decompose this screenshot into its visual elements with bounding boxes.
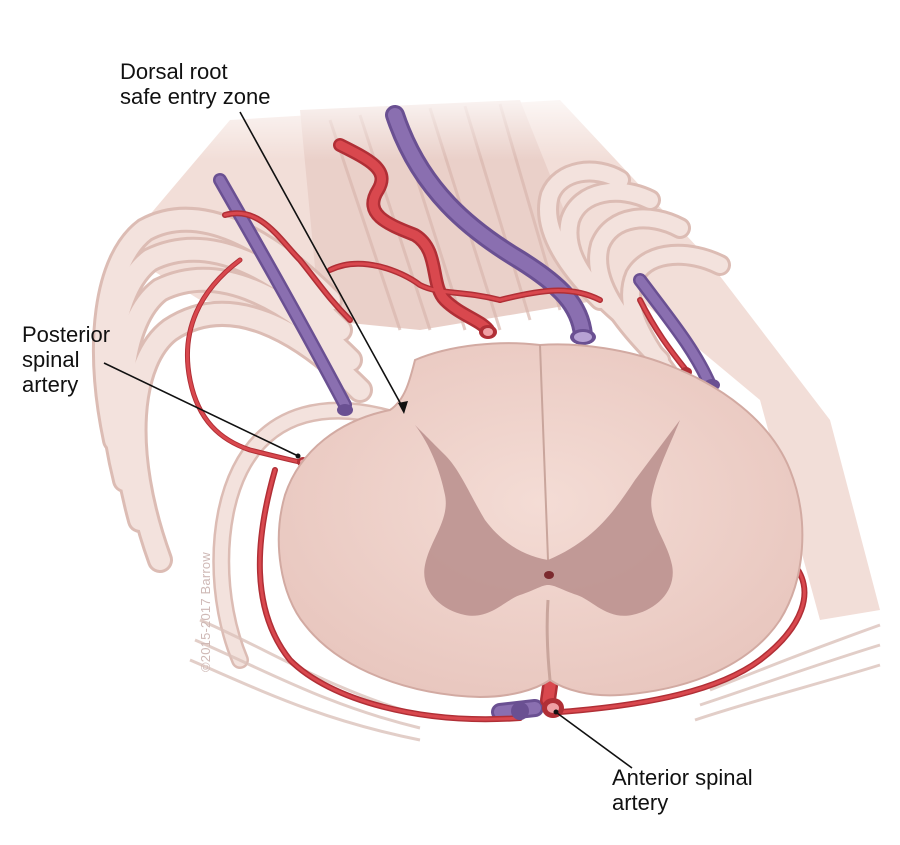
- leader-line-dorsal-root: [239, 111, 404, 409]
- leader-line-posterior-spinal-artery: [103, 362, 297, 456]
- copyright-watermark: ©2015-2017 Barrow: [198, 552, 213, 672]
- posterior-spinal-artery-label: Posterior spinal artery: [22, 322, 110, 397]
- spinal-cord-cross-section: [277, 342, 804, 699]
- anterior-label-line-2: artery: [612, 790, 669, 815]
- spinal-veins: [213, 105, 717, 721]
- label-leader-lines: [103, 111, 633, 769]
- posterior-label-line-1: Posterior: [22, 322, 111, 347]
- central-canal: [544, 571, 554, 579]
- posterior-label-line-3: artery: [22, 372, 79, 397]
- leader-arrowheads: [295, 401, 559, 715]
- dorsal-root-safe-entry-zone-label: Dorsal root safe entry zone: [120, 59, 270, 109]
- anterior-label-line-1: Anterior spinal: [612, 765, 753, 790]
- posterior-label-line-2: spinal: [22, 347, 80, 372]
- arrowhead-dorsal-root: [398, 401, 408, 414]
- leader-dot-anterior-artery: [553, 709, 559, 715]
- leader-line-anterior-spinal-artery: [556, 712, 633, 769]
- anterior-spinal-artery-label: Anterior spinal artery: [612, 765, 753, 815]
- dorsal-root-label-line-1: Dorsal root: [120, 59, 228, 84]
- leader-dot-posterior-artery: [295, 453, 301, 459]
- gray-matter: [415, 420, 680, 616]
- dorsal-root-label-line-2: safe entry zone: [120, 84, 271, 109]
- right-dorsal-nerve-roots: [537, 160, 731, 401]
